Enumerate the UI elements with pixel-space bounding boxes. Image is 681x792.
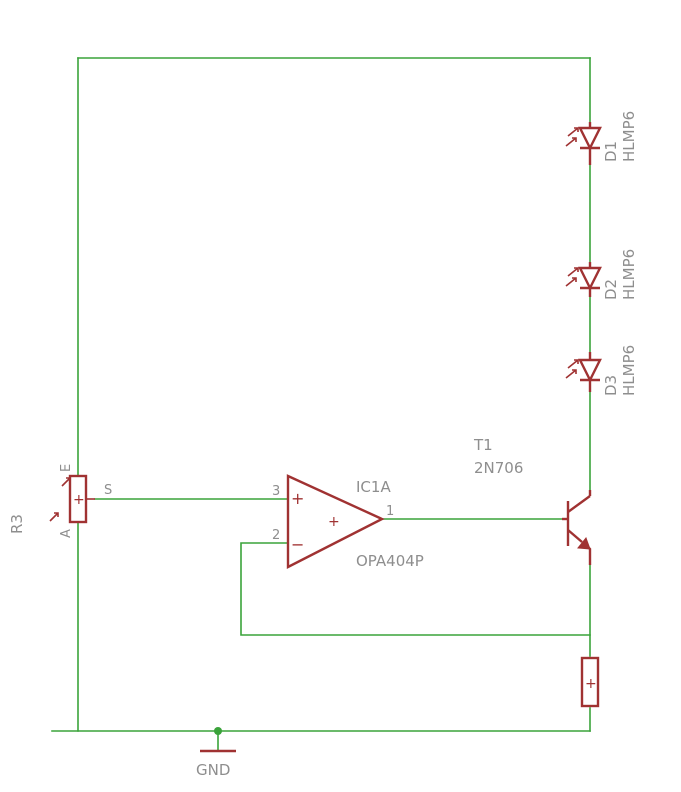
ic-name: IC1A (356, 478, 391, 496)
pot-pin-s: S (104, 483, 112, 498)
led-d1: D1 HLMP6 (565, 111, 638, 165)
gnd-label: GND (196, 761, 230, 779)
wire-feedback (240, 542, 591, 636)
transistor-t1: T1 2N706 (473, 436, 592, 565)
pot-pin-a: A (59, 529, 74, 538)
op-pin-1: 1 (386, 504, 394, 519)
wires (51, 57, 591, 751)
op-plus-sign: + (291, 489, 304, 508)
op-pin-3: 3 (272, 484, 280, 499)
gnd-junction (214, 727, 222, 735)
ground-symbol: GND (196, 727, 236, 779)
r3-name: R3 (8, 514, 26, 534)
t1-value: 2N706 (474, 459, 523, 477)
pot-pin-e: E (59, 464, 74, 472)
r-plus: + (585, 676, 597, 692)
d2-value: HLMP6 (620, 249, 638, 300)
ic-value: OPA404P (356, 552, 424, 570)
d3-value: HLMP6 (620, 345, 638, 396)
pot-plus: + (73, 492, 85, 508)
op-pin-2: 2 (272, 528, 280, 543)
resistor-sense: + (580, 656, 600, 708)
opamp-ic1a: + − + 3 2 1 IC1A OPA404P (272, 474, 424, 570)
potentiometer-r3: + E A S R3 (8, 464, 112, 538)
d2-name: D2 (602, 279, 620, 300)
led-d3: D3 HLMP6 (565, 345, 638, 396)
op-minus-sign: − (291, 535, 304, 554)
led-d2: D2 HLMP6 (565, 249, 638, 300)
d3-name: D3 (602, 375, 620, 396)
d1-name: D1 (602, 141, 620, 162)
d1-value: HLMP6 (620, 111, 638, 162)
op-center-plus: + (328, 514, 340, 530)
t1-name: T1 (473, 436, 493, 454)
